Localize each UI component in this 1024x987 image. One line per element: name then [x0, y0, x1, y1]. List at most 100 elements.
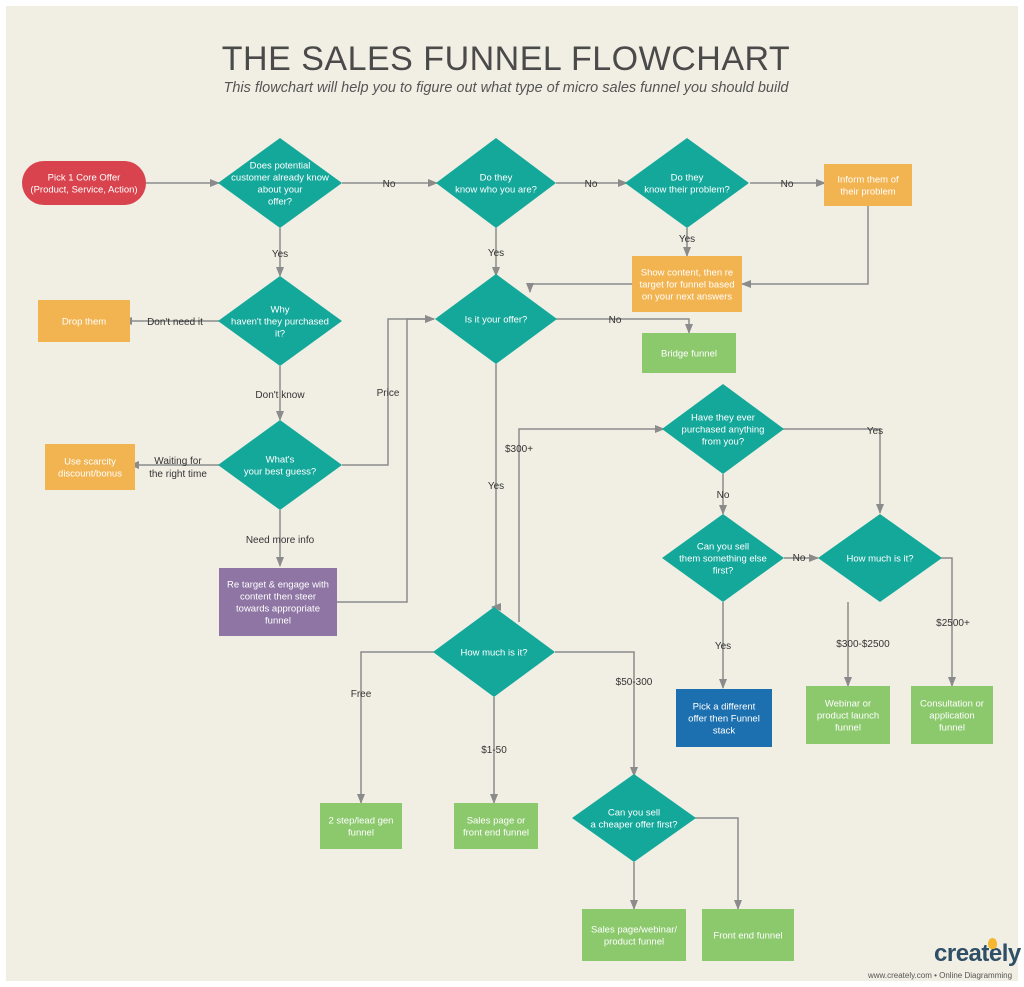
node-label: Sales page or — [467, 816, 526, 827]
decision-diamond — [218, 420, 342, 510]
node-label: funnel — [835, 723, 861, 734]
node-label: offer then Funnel — [688, 714, 760, 725]
edge-show-your-offer — [526, 283, 632, 293]
decision-diamond — [572, 774, 696, 862]
process-box — [642, 333, 736, 373]
process-box — [824, 164, 912, 206]
edge-inform-show — [741, 206, 869, 288]
edge-your-offer-bridge — [556, 318, 693, 334]
node-label: Pick a different — [693, 702, 756, 713]
node-p-sales-webinar: Sales page/webinar/product funnel — [582, 909, 686, 961]
process-box — [219, 568, 337, 636]
edge-label: Yes — [272, 249, 288, 260]
node-label: target for funnel based — [639, 280, 734, 291]
process-box — [454, 803, 538, 849]
edge-how-much-1-purchased — [518, 425, 665, 622]
node-d-how-much-1: How much is it? — [433, 607, 555, 697]
node-label: Do they — [671, 173, 704, 184]
node-label: haven't they purchased — [231, 317, 329, 328]
edge-purchased-how-much-2 — [783, 428, 884, 514]
edge-label: No — [609, 315, 622, 326]
edge-label: No — [383, 179, 396, 190]
node-label: customer already know — [231, 173, 329, 184]
decision-diamond — [218, 276, 342, 366]
node-label: purchased anything — [682, 425, 765, 436]
edge-label: Free — [351, 689, 372, 700]
node-label: (Product, Service, Action) — [30, 185, 137, 196]
creately-tagline: www.creately.com • Online Diagramming — [868, 971, 1013, 980]
decision-diamond — [435, 274, 557, 364]
edge-label: $300-$2500 — [836, 639, 890, 650]
node-label: How much is it? — [460, 648, 527, 659]
node-label: content then steer — [240, 592, 316, 603]
node-label: on your next answers — [642, 292, 733, 303]
node-label: Webinar or — [825, 699, 871, 710]
node-label: about your — [258, 185, 303, 196]
page-title: THE SALES FUNNEL FLOWCHART — [221, 40, 791, 78]
node-label: Consultation or — [920, 699, 984, 710]
node-label: your best guess? — [244, 467, 316, 478]
node-label: Show content, then re — [641, 268, 733, 279]
terminal-shape — [22, 161, 146, 205]
node-label: Do they — [480, 173, 513, 184]
node-d-how-much-2: How much is it? — [818, 514, 942, 602]
edge-how-much-1-2step — [357, 651, 434, 804]
node-label: a cheaper offer first? — [591, 820, 678, 831]
node-label: funnel — [939, 723, 965, 734]
node-label: Does potential — [250, 161, 311, 172]
node-label: towards appropriate — [236, 604, 320, 615]
process-box — [911, 686, 993, 744]
node-d-your-offer: Is it your offer? — [435, 274, 557, 364]
edge-label: Don't know — [255, 390, 305, 401]
edge-label: Waiting for — [154, 456, 202, 467]
edge-label: $300+ — [505, 444, 533, 455]
node-label: Inform them of — [837, 175, 899, 186]
process-box — [632, 256, 742, 312]
node-label: Bridge funnel — [661, 349, 717, 360]
edge-label: the right time — [149, 469, 207, 480]
node-label: Have they ever — [691, 413, 755, 424]
edge-label: $50-300 — [616, 677, 653, 688]
bulb-icon — [988, 938, 997, 949]
node-label: know their problem? — [644, 185, 730, 196]
process-box — [45, 444, 135, 490]
node-label: Re target & engage with — [227, 580, 329, 591]
edge-label: Yes — [488, 248, 504, 259]
edge-label: $2500+ — [936, 618, 970, 629]
edge-how-much-1-cheaper — [555, 651, 638, 777]
node-label: product funnel — [604, 937, 664, 948]
process-box — [702, 909, 794, 961]
edge-label: Yes — [867, 426, 883, 437]
node-label: How much is it? — [846, 554, 913, 565]
node-p-bridge: Bridge funnel — [642, 333, 736, 373]
node-label: them something else — [679, 554, 767, 565]
decision-diamond — [433, 607, 555, 697]
node-label: Drop them — [62, 317, 106, 328]
process-box — [806, 686, 890, 744]
node-label: Sales page/webinar/ — [591, 925, 677, 936]
edge-retarget-your-offer — [337, 315, 435, 603]
edge-label: $1-50 — [481, 745, 507, 756]
node-p-drop: Drop them — [38, 300, 130, 342]
node-label: application — [929, 711, 974, 722]
edge-label: No — [585, 179, 598, 190]
edge-label: Yes — [715, 641, 731, 652]
node-label: first? — [713, 566, 734, 577]
node-label: stack — [713, 726, 735, 737]
node-label: Front end funnel — [713, 931, 782, 942]
node-p-frontend: Front end funnel — [702, 909, 794, 961]
node-label: funnel — [265, 616, 291, 627]
process-box — [38, 300, 130, 342]
